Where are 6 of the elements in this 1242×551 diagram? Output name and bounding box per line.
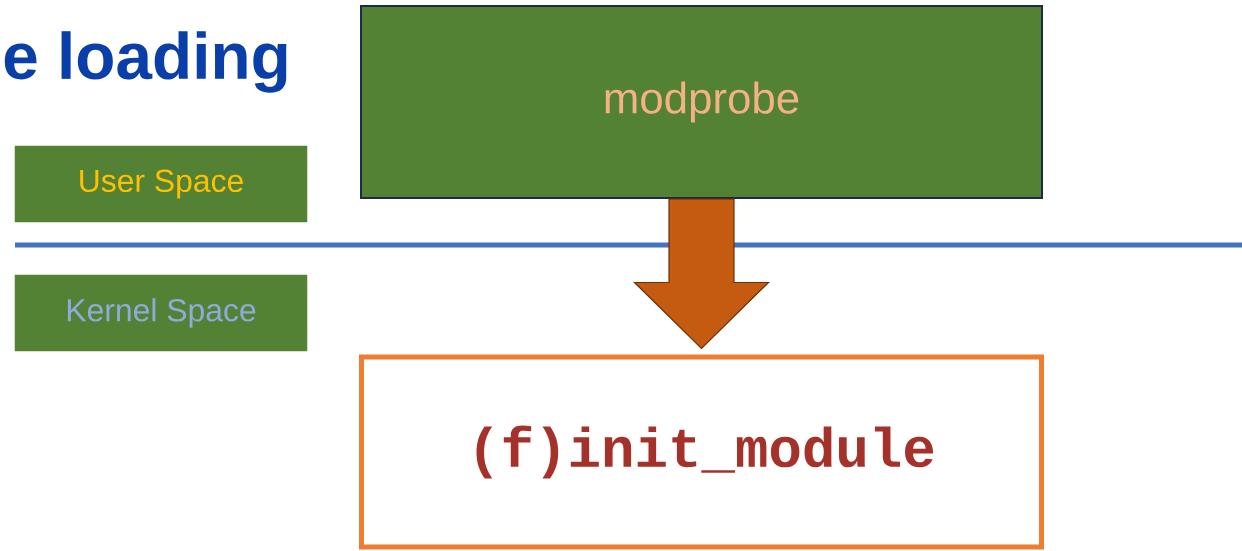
arrow — [633, 198, 770, 350]
title: e loading — [4, 31, 287, 93]
process-box: modprobe — [360, 5, 1043, 199]
region-label: Kernel Space — [14, 274, 308, 352]
function-box: (f)init_module — [359, 354, 1044, 550]
region-label: User Space — [14, 145, 308, 223]
